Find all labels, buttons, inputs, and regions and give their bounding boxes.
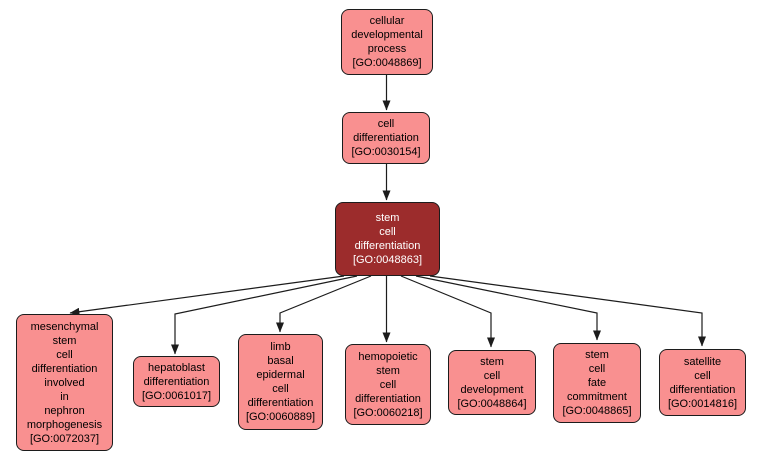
edge-0048863-0060889 xyxy=(276,275,372,333)
node-go-id: [GO:0014816] xyxy=(667,397,738,410)
node-label-line: development xyxy=(460,383,524,396)
node-label-line: cellular xyxy=(369,15,405,27)
edge-0048863-0014816 xyxy=(429,275,706,347)
node-label-line: commitment xyxy=(567,391,627,403)
node-label-line: cell xyxy=(483,369,501,382)
node-label-line: cell xyxy=(272,383,289,395)
node-go-0060218[interactable]: hemopoietic stem cell differentiation [G… xyxy=(345,344,431,425)
node-label-line: developmental xyxy=(351,29,423,41)
node-label-line: stem xyxy=(585,349,609,361)
node-label-line: differentiation xyxy=(353,132,419,144)
node-label-line: stem xyxy=(480,355,504,368)
node-go-id: [GO:0048863] xyxy=(352,254,423,266)
node-label-line: epidermal xyxy=(256,369,305,381)
node-label-line: differentiation xyxy=(143,375,210,388)
node-label-line: hemopoietic xyxy=(358,350,418,363)
node-label-line: stem xyxy=(375,212,400,224)
node-label-line: differentiation xyxy=(669,383,736,396)
node-go-id: [GO:0072037] xyxy=(29,432,100,445)
node-label-line: differentiation xyxy=(31,362,98,375)
node-go-id: [GO:0048865] xyxy=(562,405,632,417)
node-go-0060889[interactable]: limb basal epidermal cell differentiatio… xyxy=(238,334,323,430)
edge-0048863-0048864 xyxy=(400,275,495,348)
node-go-id: [GO:0060218] xyxy=(353,406,423,419)
node-label-line: differentiation xyxy=(354,240,421,252)
edge-0048863-0048865 xyxy=(415,275,601,341)
node-label-line: morphogenesis xyxy=(26,418,103,431)
node-label-line: involved xyxy=(44,376,85,389)
node-go-0048865[interactable]: stem cell fate commitment [GO:0048865] xyxy=(553,343,641,423)
node-go-0014816[interactable]: satellite cell differentiation [GO:00148… xyxy=(659,349,746,416)
node-label-line: cell xyxy=(379,378,397,391)
node-label-line: nephron xyxy=(44,404,85,417)
node-go-id: [GO:0048864] xyxy=(457,397,527,410)
node-label-line: fate xyxy=(587,377,607,389)
node-label-line: process xyxy=(367,43,407,55)
node-go-id: [GO:0061017] xyxy=(141,389,212,402)
node-label-line: differentiation xyxy=(355,392,421,405)
node-label-line: satellite xyxy=(683,355,722,368)
node-label-line: cell xyxy=(56,348,73,361)
node-label-line: stem xyxy=(52,334,77,347)
node-label-line: cell xyxy=(588,363,606,375)
node-label-line: cell xyxy=(694,369,711,382)
node-go-0030154[interactable]: cell differentiation [GO:0030154] xyxy=(342,112,430,164)
node-label-line: hepatoblast xyxy=(148,361,205,374)
node-go-id: [GO:0048869] xyxy=(352,57,422,69)
node-go-id: [GO:0030154] xyxy=(351,146,421,158)
node-label-line: cell xyxy=(379,226,396,238)
node-label-line: differentiation xyxy=(247,397,314,409)
node-go-id: [GO:0060889] xyxy=(245,411,316,423)
node-go-0048869[interactable]: cellular developmental process [GO:00488… xyxy=(341,9,433,75)
node-label-line: mesenchymal xyxy=(30,320,99,333)
node-go-0048863[interactable]: stem cell differentiation [GO:0048863] xyxy=(335,202,440,276)
node-go-0048864[interactable]: stem cell development [GO:0048864] xyxy=(448,350,536,415)
node-label-line: limb xyxy=(270,341,291,353)
node-go-0061017[interactable]: hepatoblast differentiation [GO:0061017] xyxy=(133,356,220,407)
node-label-line: cell xyxy=(377,118,395,130)
node-go-0072037[interactable]: mesenchymal stem cell differentiation in… xyxy=(16,314,113,451)
edge-0048863-0072037 xyxy=(69,275,345,316)
node-label-line: in xyxy=(60,390,69,403)
node-label-line: stem xyxy=(376,364,400,377)
node-label-line: basal xyxy=(267,355,294,367)
